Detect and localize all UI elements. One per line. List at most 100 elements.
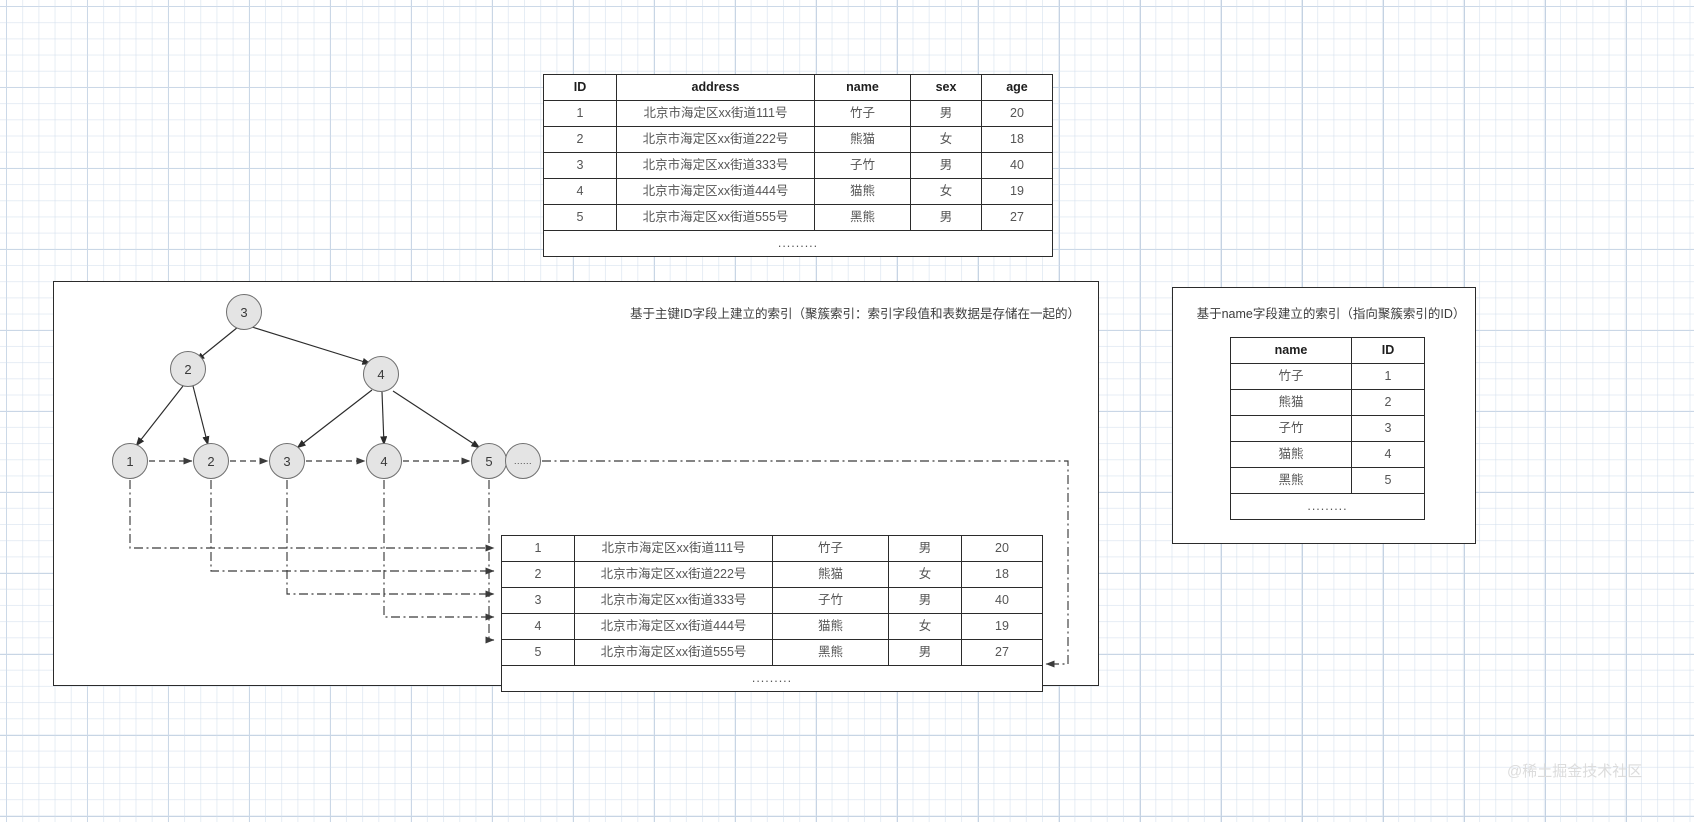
table-row: 3 北京市海定区xx街道333号 子竹 男 40 xyxy=(543,152,1053,179)
secondary-index-table: name ID 竹子 1 熊猫 2 子竹 3 猫熊 4 黑熊 5 xyxy=(1230,337,1425,520)
table-row: 5 北京市海定区xx街道555号 黑熊 男 27 xyxy=(501,639,1043,666)
tree-node-root[interactable]: 3 xyxy=(226,294,262,330)
cell-id: 2 xyxy=(501,561,575,588)
cell-address: 北京市海定区xx街道111号 xyxy=(616,100,815,127)
table-ellipsis-row: ......... xyxy=(543,230,1053,257)
cell-sex: 男 xyxy=(888,535,962,562)
table-row: 子竹 3 xyxy=(1230,415,1425,442)
column-header-sex: sex xyxy=(910,74,982,101)
cell-ellipsis: ......... xyxy=(1230,493,1425,520)
cell-age: 20 xyxy=(981,100,1053,127)
cell-id: 5 xyxy=(501,639,575,666)
cell-name: 猫熊 xyxy=(1230,441,1352,468)
cell-age: 19 xyxy=(961,613,1043,640)
cell-age: 27 xyxy=(981,204,1053,231)
cell-name: 子竹 xyxy=(772,587,889,614)
cell-address: 北京市海定区xx街道444号 xyxy=(616,178,815,205)
tree-leaf-node-3[interactable]: 3 xyxy=(269,443,305,479)
cell-name: 熊猫 xyxy=(772,561,889,588)
cell-name: 猫熊 xyxy=(814,178,911,205)
clustered-index-title: 基于主键ID字段上建立的索引（聚簇索引：索引字段值和表数据是存储在一起的） xyxy=(630,307,1081,321)
table-row: 2 北京市海定区xx街道222号 熊猫 女 18 xyxy=(501,561,1043,588)
clustered-index-data-table: 1 北京市海定区xx街道111号 竹子 男 20 2 北京市海定区xx街道222… xyxy=(501,535,1043,692)
source-data-table: ID address name sex age 1 北京市海定区xx街道111号… xyxy=(543,74,1053,257)
cell-sex: 男 xyxy=(910,204,982,231)
cell-address: 北京市海定区xx街道555号 xyxy=(574,639,773,666)
cell-name: 黑熊 xyxy=(772,639,889,666)
cell-address: 北京市海定区xx街道555号 xyxy=(616,204,815,231)
cell-id: 5 xyxy=(1351,467,1425,494)
cell-ellipsis: ......... xyxy=(501,665,1043,692)
cell-id: 4 xyxy=(501,613,575,640)
cell-name: 熊猫 xyxy=(1230,389,1352,416)
table-row: 竹子 1 xyxy=(1230,363,1425,390)
cell-sex: 女 xyxy=(888,561,962,588)
cell-name: 子竹 xyxy=(1230,415,1352,442)
cell-sex: 女 xyxy=(910,178,982,205)
column-header-age: age xyxy=(981,74,1053,101)
cell-name: 子竹 xyxy=(814,152,911,179)
table-row: 5 北京市海定区xx街道555号 黑熊 男 27 xyxy=(543,204,1053,231)
tree-node-internal-2[interactable]: 4 xyxy=(363,356,399,392)
cell-age: 27 xyxy=(961,639,1043,666)
tree-leaf-node-5[interactable]: 5 xyxy=(471,443,507,479)
cell-id: 4 xyxy=(1351,441,1425,468)
cell-age: 40 xyxy=(961,587,1043,614)
cell-age: 20 xyxy=(961,535,1043,562)
table-row: 1 北京市海定区xx街道111号 竹子 男 20 xyxy=(543,100,1053,127)
column-header-name: name xyxy=(814,74,911,101)
cell-id: 1 xyxy=(543,100,617,127)
tree-leaf-node-2[interactable]: 2 xyxy=(193,443,229,479)
table-ellipsis-row: ......... xyxy=(1230,493,1425,520)
column-header-address: address xyxy=(616,74,815,101)
cell-address: 北京市海定区xx街道333号 xyxy=(574,587,773,614)
cell-age: 40 xyxy=(981,152,1053,179)
cell-address: 北京市海定区xx街道222号 xyxy=(616,126,815,153)
cell-name: 黑熊 xyxy=(814,204,911,231)
watermark: @稀土掘金技术社区 xyxy=(1507,763,1643,780)
cell-sex: 男 xyxy=(910,152,982,179)
cell-id: 3 xyxy=(501,587,575,614)
cell-name: 竹子 xyxy=(772,535,889,562)
cell-id: 2 xyxy=(543,126,617,153)
table-row: 1 北京市海定区xx街道111号 竹子 男 20 xyxy=(501,535,1043,562)
cell-id: 3 xyxy=(543,152,617,179)
table-row: 猫熊 4 xyxy=(1230,441,1425,468)
cell-id: 4 xyxy=(543,178,617,205)
column-header-name: name xyxy=(1230,337,1352,364)
cell-sex: 男 xyxy=(888,639,962,666)
cell-sex: 男 xyxy=(910,100,982,127)
cell-name: 竹子 xyxy=(1230,363,1352,390)
secondary-index-title: 基于name字段建立的索引（指向聚簇索引的ID） xyxy=(1196,307,1466,321)
table-row: 2 北京市海定区xx街道222号 熊猫 女 18 xyxy=(543,126,1053,153)
cell-name: 竹子 xyxy=(814,100,911,127)
cell-name: 黑熊 xyxy=(1230,467,1352,494)
tree-node-internal-1[interactable]: 2 xyxy=(170,351,206,387)
column-header-id: ID xyxy=(1351,337,1425,364)
cell-sex: 女 xyxy=(910,126,982,153)
table-row: 4 北京市海定区xx街道444号 猫熊 女 19 xyxy=(501,613,1043,640)
cell-name: 猫熊 xyxy=(772,613,889,640)
cell-name: 熊猫 xyxy=(814,126,911,153)
table-row: 黑熊 5 xyxy=(1230,467,1425,494)
cell-id: 5 xyxy=(543,204,617,231)
tree-leaf-node-overflow[interactable]: ...... xyxy=(505,443,541,479)
tree-leaf-node-1[interactable]: 1 xyxy=(112,443,148,479)
cell-sex: 女 xyxy=(888,613,962,640)
column-header-id: ID xyxy=(543,74,617,101)
cell-id: 1 xyxy=(1351,363,1425,390)
table-header-row: ID address name sex age xyxy=(543,74,1053,101)
cell-address: 北京市海定区xx街道333号 xyxy=(616,152,815,179)
cell-address: 北京市海定区xx街道444号 xyxy=(574,613,773,640)
table-header-row: name ID xyxy=(1230,337,1425,364)
cell-id: 1 xyxy=(501,535,575,562)
cell-address: 北京市海定区xx街道111号 xyxy=(574,535,773,562)
cell-id: 3 xyxy=(1351,415,1425,442)
cell-sex: 男 xyxy=(888,587,962,614)
cell-id: 2 xyxy=(1351,389,1425,416)
tree-leaf-node-4[interactable]: 4 xyxy=(366,443,402,479)
cell-ellipsis: ......... xyxy=(543,230,1053,257)
table-row: 熊猫 2 xyxy=(1230,389,1425,416)
cell-age: 19 xyxy=(981,178,1053,205)
